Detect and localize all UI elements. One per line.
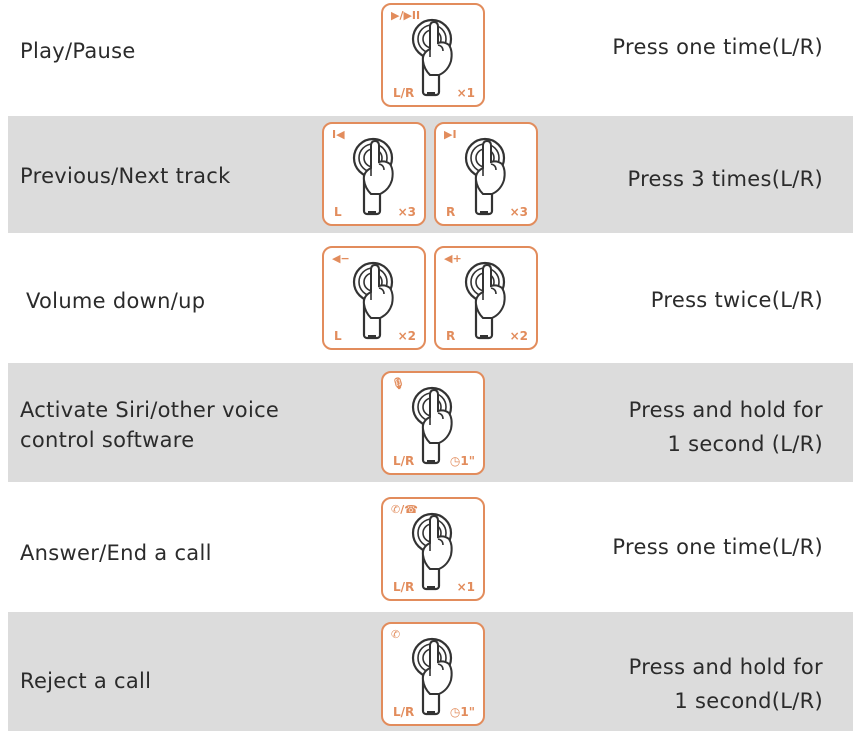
side-label: R [446,205,456,219]
next-track-icon: ▶I [444,128,457,141]
earbud-touch-icon [411,386,453,465]
description-line2: 1 second(L/R) [674,689,823,713]
earbud-touch-icon [464,261,506,340]
hold-duration: ◷1" [449,454,475,468]
action-label: Activate Siri/other voice control softwa… [20,395,279,455]
action-description: Press one time(L/R) [612,535,823,559]
press-count: ×2 [509,329,528,343]
action-description: Press and hold for 1 second(L/R) [629,650,823,718]
earbud-touch-icon [352,261,394,340]
previous-track-icon: I◀ [332,128,345,141]
gesture-card-right: ▶I R ×3 [434,122,538,226]
reject-call-icon: ✆ [391,628,401,641]
action-label: Reject a call [20,669,152,693]
press-count: ×1 [456,580,475,594]
gesture-card-left: I◀ L ×3 [322,122,426,226]
instruction-row-track: Previous/Next track I◀ L ×3 ▶I R ×3 Pres… [8,116,853,233]
earbud-touch-icon [411,18,453,97]
gesture-card-left: ◀− L ×2 [322,246,426,350]
earbud-touch-icon [352,137,394,216]
gesture-card: ✆ L/R ◷1" [381,622,485,726]
action-label: Answer/End a call [20,541,212,565]
play-pause-icon: ▶/▶II [391,9,421,22]
gesture-card-right: ◀+ R ×2 [434,246,538,350]
side-label: L [334,205,342,219]
action-label-line2: control software [20,428,195,452]
earbud-touch-icon [411,637,453,716]
action-label: Volume down/up [26,289,206,313]
press-count: ×3 [397,205,416,219]
action-label-line1: Activate Siri/other voice [20,398,280,422]
action-description: Press one time(L/R) [612,35,823,59]
volume-down-icon: ◀− [332,252,350,265]
action-description: Press and hold for 1 second (L/R) [629,393,823,461]
side-label: L/R [393,580,415,594]
action-label: Play/Pause [20,39,136,63]
side-label: L/R [393,705,415,719]
gesture-card: 🎙 L/R ◷1" [381,371,485,475]
instruction-row-volume: Volume down/up ◀− L ×2 ◀+ R ×2 Press twi… [8,233,853,363]
press-count: ×1 [456,86,475,100]
volume-up-icon: ◀+ [444,252,462,265]
description-line2: 1 second (L/R) [667,432,823,456]
description-line1: Press and hold for [628,655,823,679]
instruction-row-reject: Reject a call ✆ L/R ◷1" Press and hold f… [8,612,853,731]
side-label: L/R [393,86,415,100]
instruction-row-answer: Answer/End a call ✆/☎ L/R ×1 Press one t… [8,482,853,612]
gesture-card: ▶/▶II L/R ×1 [381,3,485,107]
earbud-touch-icon [411,512,453,591]
instruction-row-siri: Activate Siri/other voice control softwa… [8,363,853,482]
side-label: L [334,329,342,343]
press-count: ×3 [509,205,528,219]
side-label: R [446,329,456,343]
press-count: ×2 [397,329,416,343]
hold-duration: ◷1" [449,705,475,719]
microphone-icon: 🎙 [391,377,405,390]
answer-end-call-icon: ✆/☎ [391,503,418,516]
action-description: Press twice(L/R) [650,288,823,312]
action-description: Press 3 times(L/R) [627,167,823,191]
side-label: L/R [393,454,415,468]
earbud-touch-icon [464,137,506,216]
gesture-card: ✆/☎ L/R ×1 [381,497,485,601]
description-line1: Press and hold for [628,398,823,422]
action-label: Previous/Next track [20,164,231,188]
instruction-row-play-pause: Play/Pause ▶/▶II L/R ×1 Press one time(L… [8,0,853,116]
